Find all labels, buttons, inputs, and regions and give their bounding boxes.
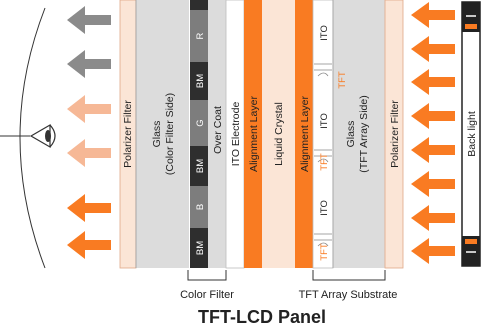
polarizer-right-layer (384, 0, 404, 269)
glass-tft-layer (333, 0, 385, 268)
arrow-left-icon (411, 238, 455, 264)
arrow-left-icon (67, 231, 111, 259)
arrow-left-icon (411, 171, 455, 197)
filter-cell-g (190, 100, 208, 146)
arrow-left-icon (67, 194, 111, 222)
arrow-left-icon (67, 6, 111, 34)
label-polarizer-right: Polarizer Filter (389, 100, 401, 168)
arrow-left-icon (411, 36, 455, 62)
backlight-arrows (411, 2, 455, 264)
label-liquid-crystal: Liquid Crystal (273, 102, 285, 166)
viewing-arc (19, 7, 46, 269)
alignment-left-layer (244, 0, 262, 268)
arrow-left-icon (67, 95, 111, 123)
filter-cell-b (190, 186, 208, 228)
filter-label-g: G (195, 119, 206, 126)
backlight-lamp (461, 1, 481, 267)
label-glass-cf-line2: (Color Filter Side) (164, 93, 176, 175)
label-backlight: Back light (466, 111, 478, 157)
glass-color-filter-layer (136, 0, 189, 268)
arrow-left-icon (411, 103, 455, 129)
over-coat-layer (208, 0, 226, 268)
arrow-left-icon (67, 139, 111, 167)
label-glass-cf-line1: Glass (151, 121, 163, 148)
tft-label: TFT (319, 153, 330, 171)
filter-cell-r (190, 10, 208, 62)
ito-label: ITO (319, 200, 330, 216)
arrow-left-icon (411, 205, 455, 231)
tft-transistor-icon (314, 63, 332, 247)
caption-tft-array-substrate: TFT Array Substrate (299, 289, 398, 301)
ito-label: ITO (319, 25, 330, 41)
tft-label: TFT (319, 243, 330, 261)
label-polarizer-left: Polarizer Filter (122, 100, 134, 168)
label-alignment-left: Alignment Layer (248, 96, 260, 172)
label-alignment-right: Alignment Layer (299, 96, 311, 172)
filter-label-bm: BM (195, 159, 206, 173)
filter-cell-bm (190, 228, 208, 268)
liquid-crystal-layer (262, 0, 295, 268)
arrow-left-icon (411, 69, 455, 95)
caption-color-filter: Color Filter (180, 289, 234, 301)
filter-label-b: B (195, 204, 206, 210)
filter-cell-bm (190, 62, 208, 100)
color-filter-column (190, 0, 208, 268)
label-ito-electrode: ITO Electrode (230, 102, 242, 167)
arrow-left-icon (411, 137, 455, 163)
filter-label-bm: BM (195, 74, 206, 88)
filter-cell-bm (190, 146, 208, 186)
color-filter-bracket (187, 270, 227, 281)
eye-icon (29, 123, 56, 149)
label-over-coat: Over Coat (212, 106, 224, 154)
tft-label: TFT (337, 71, 348, 89)
filter-label-r: R (195, 32, 206, 39)
label-glass-tft-line1: Glass (345, 121, 357, 148)
filter-cell-bm (190, 0, 208, 10)
alignment-right-layer (295, 0, 313, 268)
label-glass-tft-line2: (TFT Array Side) (358, 95, 370, 172)
ito-label: ITO (319, 113, 330, 129)
arrow-left-icon (411, 2, 455, 28)
tft-array-bracket (312, 270, 386, 281)
arrow-left-icon (67, 50, 111, 78)
emerging-light-arrows (67, 6, 111, 259)
diagram-title: TFT-LCD Panel (198, 307, 326, 327)
filter-label-bm: BM (195, 241, 206, 255)
